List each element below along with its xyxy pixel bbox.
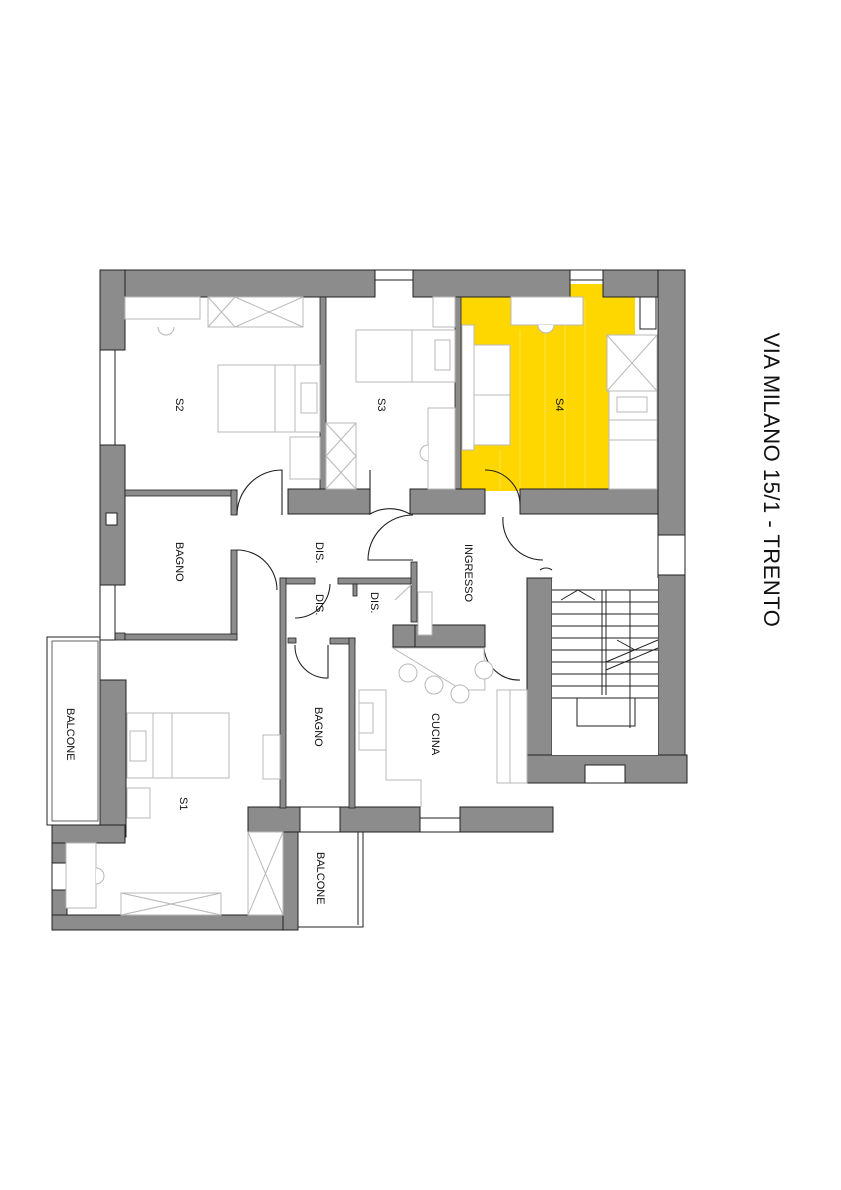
interior-walls <box>124 296 659 809</box>
label-s4: S4 <box>553 398 565 411</box>
label-cucina: CUCINA <box>429 713 441 756</box>
label-bagno-1: BAGNO <box>173 542 185 582</box>
label-bagno-2: BAGNO <box>312 707 324 747</box>
label-s3: S3 <box>375 398 387 411</box>
room-labels: S2 S3 S4 BAGNO DIS. DIS. DIS. INGRESSO B… <box>64 398 565 905</box>
furniture <box>65 296 658 916</box>
label-balcone-1: BALCONE <box>64 708 76 761</box>
label-dis-3: DIS. <box>368 592 380 613</box>
label-s2: S2 <box>173 398 185 411</box>
label-balcone-2: BALCONE <box>314 852 326 905</box>
balconies <box>46 636 364 928</box>
label-dis-1: DIS. <box>313 542 325 563</box>
windows <box>51 269 686 891</box>
label-ingresso: INGRESSO <box>462 544 474 603</box>
label-s1: S1 <box>177 797 189 810</box>
label-dis-2: DIS. <box>313 594 325 615</box>
staircase <box>552 578 659 755</box>
doors <box>236 469 553 681</box>
